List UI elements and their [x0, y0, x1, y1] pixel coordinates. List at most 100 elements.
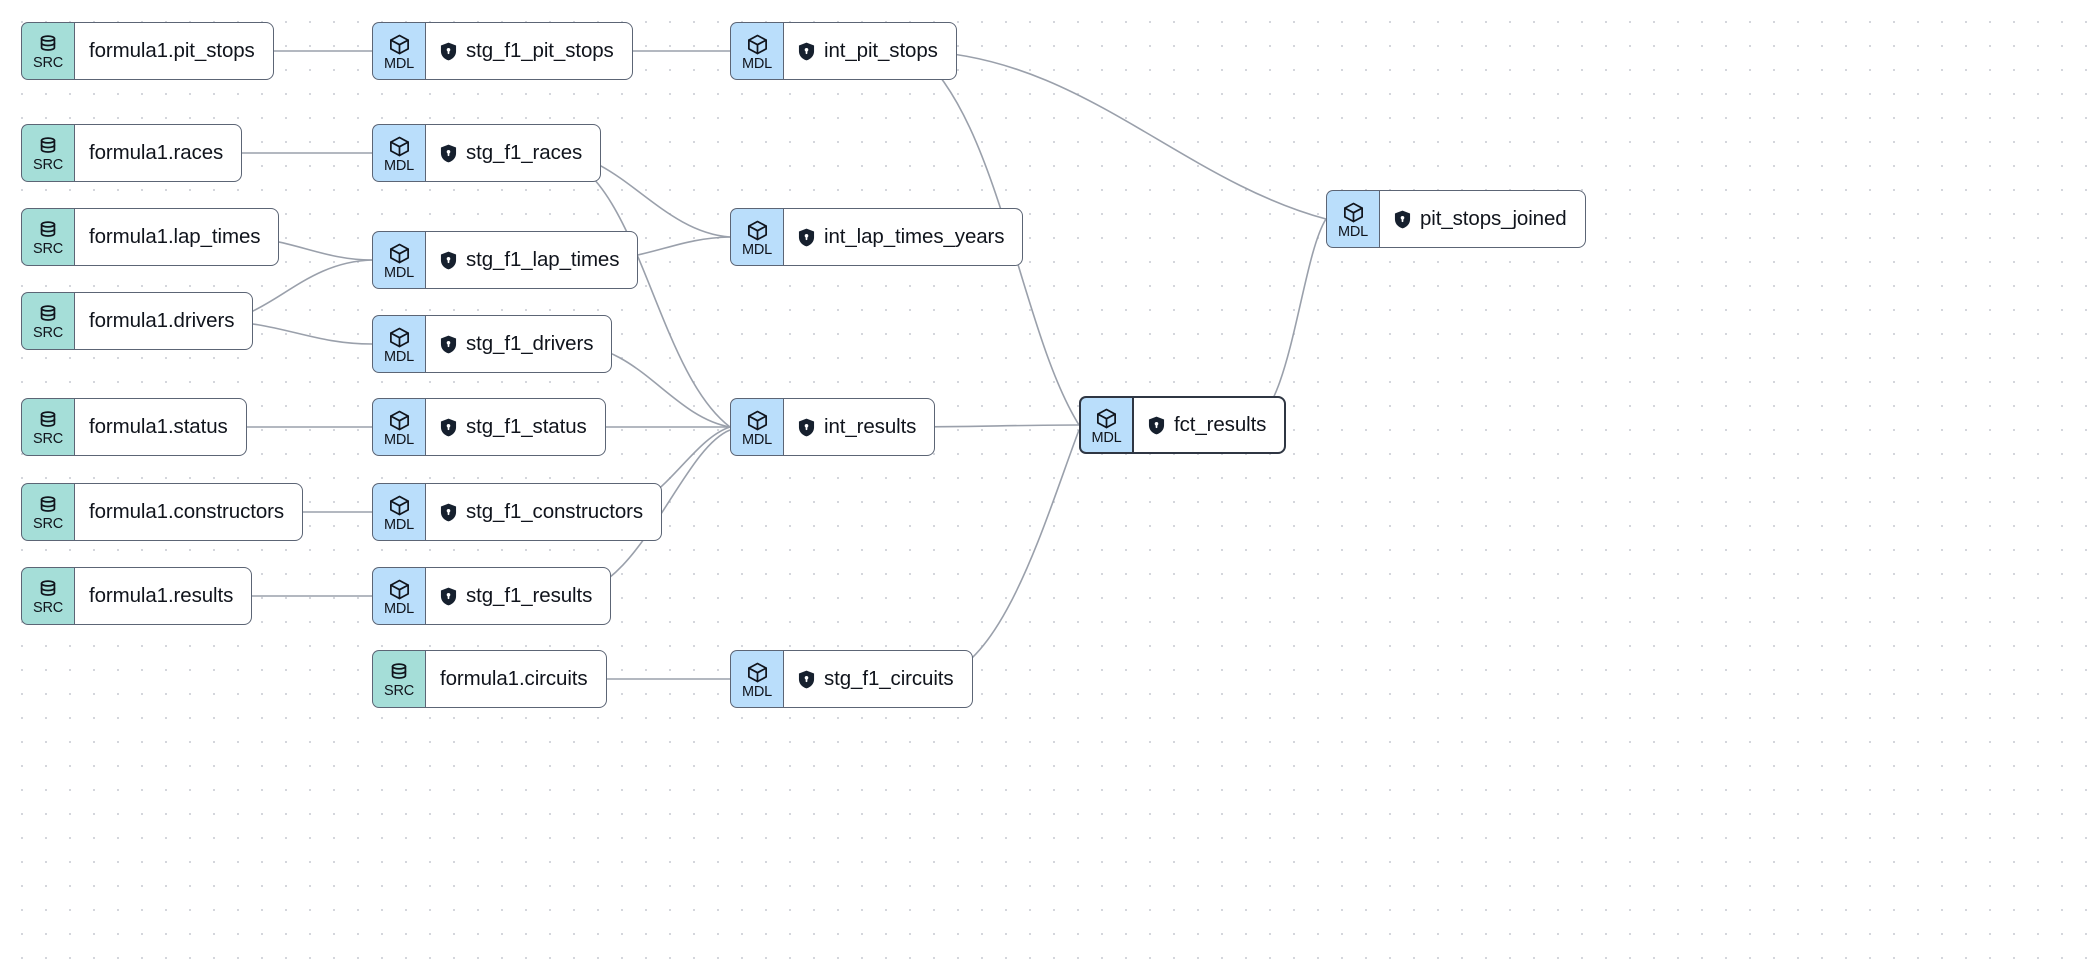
node-badge-label: SRC	[32, 241, 63, 258]
cube-icon	[388, 409, 411, 432]
node-label: formula1.status	[89, 414, 228, 438]
node-label: formula1.results	[89, 583, 234, 607]
node-int_lap_times_years[interactable]: MDL int_lap_times_years	[730, 208, 1024, 266]
node-body-stg_lap_times[interactable]: stg_f1_lap_times	[425, 231, 639, 289]
node-badge-label: SRC	[383, 683, 414, 700]
node-body-fct_results[interactable]: fct_results	[1132, 396, 1287, 454]
node-badge-label: MDL	[741, 241, 772, 258]
node-stg_constructors[interactable]: MDL stg_f1_constructors	[372, 483, 662, 541]
shield-lock-icon	[440, 42, 457, 61]
node-badge-src_drivers: SRC	[21, 292, 74, 350]
node-src_races[interactable]: SRC formula1.races	[21, 124, 243, 182]
node-body-stg_constructors[interactable]: stg_f1_constructors	[425, 483, 662, 541]
node-badge-label: MDL	[383, 600, 414, 617]
database-icon	[37, 219, 59, 241]
node-src_lap_times[interactable]: SRC formula1.lap_times	[21, 208, 280, 266]
node-badge-stg_races: MDL	[372, 124, 425, 182]
node-pit_stops_joined[interactable]: MDL pit_stops_joined	[1326, 190, 1586, 248]
node-badge-stg_status: MDL	[372, 398, 425, 456]
node-body-stg_drivers[interactable]: stg_f1_drivers	[425, 315, 613, 373]
node-label: stg_f1_constructors	[466, 499, 643, 523]
node-body-src_status[interactable]: formula1.status	[74, 398, 247, 456]
node-label: stg_f1_status	[466, 414, 587, 438]
node-int_results[interactable]: MDL int_results	[730, 398, 936, 456]
cube-icon	[388, 135, 411, 158]
node-label: int_lap_times_years	[824, 224, 1005, 248]
node-label: stg_f1_lap_times	[466, 247, 620, 271]
node-src_status[interactable]: SRC formula1.status	[21, 398, 247, 456]
node-badge-stg_constructors: MDL	[372, 483, 425, 541]
node-body-pit_stops_joined[interactable]: pit_stops_joined	[1379, 190, 1586, 248]
edge-stg_circuits-to-fct_results	[927, 429, 1080, 680]
node-body-stg_results[interactable]: stg_f1_results	[425, 567, 612, 625]
database-icon	[37, 303, 59, 325]
node-body-stg_pit_stops[interactable]: stg_f1_pit_stops	[425, 22, 633, 80]
node-body-int_lap_times_years[interactable]: int_lap_times_years	[783, 208, 1024, 266]
shield-lock-icon	[798, 670, 815, 689]
node-src_drivers[interactable]: SRC formula1.drivers	[21, 292, 254, 350]
node-badge-label: MDL	[383, 348, 414, 365]
node-label: stg_f1_circuits	[824, 666, 954, 690]
cube-icon	[1342, 201, 1365, 224]
node-badge-label: SRC	[32, 55, 63, 72]
node-badge-stg_results: MDL	[372, 567, 425, 625]
database-icon	[37, 33, 59, 55]
node-label: formula1.lap_times	[89, 224, 261, 248]
node-body-src_results[interactable]: formula1.results	[74, 567, 253, 625]
database-icon	[37, 494, 59, 516]
node-label: int_results	[824, 414, 917, 438]
node-label: stg_f1_results	[466, 583, 593, 607]
node-badge-label: MDL	[383, 516, 414, 533]
node-badge-label: MDL	[383, 264, 414, 281]
node-badge-label: SRC	[32, 325, 63, 342]
node-body-src_drivers[interactable]: formula1.drivers	[74, 292, 254, 350]
node-badge-int_pit_stops: MDL	[730, 22, 783, 80]
edge-fct_results-to-pit_stops_joined	[1244, 218, 1327, 426]
node-badge-label: MDL	[383, 55, 414, 72]
node-badge-src_lap_times: SRC	[21, 208, 74, 266]
node-body-src_pit_stops[interactable]: formula1.pit_stops	[74, 22, 274, 80]
node-body-stg_status[interactable]: stg_f1_status	[425, 398, 606, 456]
database-icon	[388, 661, 410, 683]
node-stg_results[interactable]: MDL stg_f1_results	[372, 567, 612, 625]
node-src_pit_stops[interactable]: SRC formula1.pit_stops	[21, 22, 274, 80]
cube-icon	[388, 578, 411, 601]
node-label: stg_f1_drivers	[466, 331, 594, 355]
node-src_circuits[interactable]: SRC formula1.circuits	[372, 650, 607, 708]
node-body-stg_races[interactable]: stg_f1_races	[425, 124, 602, 182]
node-body-src_circuits[interactable]: formula1.circuits	[425, 650, 607, 708]
node-body-stg_circuits[interactable]: stg_f1_circuits	[783, 650, 973, 708]
node-body-int_pit_stops[interactable]: int_pit_stops	[783, 22, 957, 80]
node-badge-label: SRC	[32, 157, 63, 174]
cube-icon	[1095, 407, 1118, 430]
database-icon	[37, 409, 59, 431]
node-stg_circuits[interactable]: MDL stg_f1_circuits	[730, 650, 973, 708]
node-stg_status[interactable]: MDL stg_f1_status	[372, 398, 606, 456]
node-body-src_constructors[interactable]: formula1.constructors	[74, 483, 304, 541]
shield-lock-icon	[440, 144, 457, 163]
node-badge-label: MDL	[741, 683, 772, 700]
node-label: formula1.circuits	[440, 666, 588, 690]
shield-lock-icon	[440, 503, 457, 522]
node-badge-label: MDL	[1091, 429, 1122, 446]
node-stg_lap_times[interactable]: MDL stg_f1_lap_times	[372, 231, 639, 289]
node-badge-int_results: MDL	[730, 398, 783, 456]
node-badge-label: MDL	[1337, 223, 1368, 240]
node-body-int_results[interactable]: int_results	[783, 398, 936, 456]
node-body-src_races[interactable]: formula1.races	[74, 124, 243, 182]
node-body-src_lap_times[interactable]: formula1.lap_times	[74, 208, 280, 266]
shield-lock-icon	[440, 335, 457, 354]
node-fct_results[interactable]: MDL fct_results	[1079, 396, 1287, 454]
node-stg_drivers[interactable]: MDL stg_f1_drivers	[372, 315, 613, 373]
edge-int_pit_stops-to-pit_stops_joined	[915, 50, 1327, 220]
node-badge-stg_lap_times: MDL	[372, 231, 425, 289]
node-stg_pit_stops[interactable]: MDL stg_f1_pit_stops	[372, 22, 633, 80]
node-label: formula1.pit_stops	[89, 38, 255, 62]
node-badge-src_races: SRC	[21, 124, 74, 182]
node-badge-label: SRC	[32, 431, 63, 448]
